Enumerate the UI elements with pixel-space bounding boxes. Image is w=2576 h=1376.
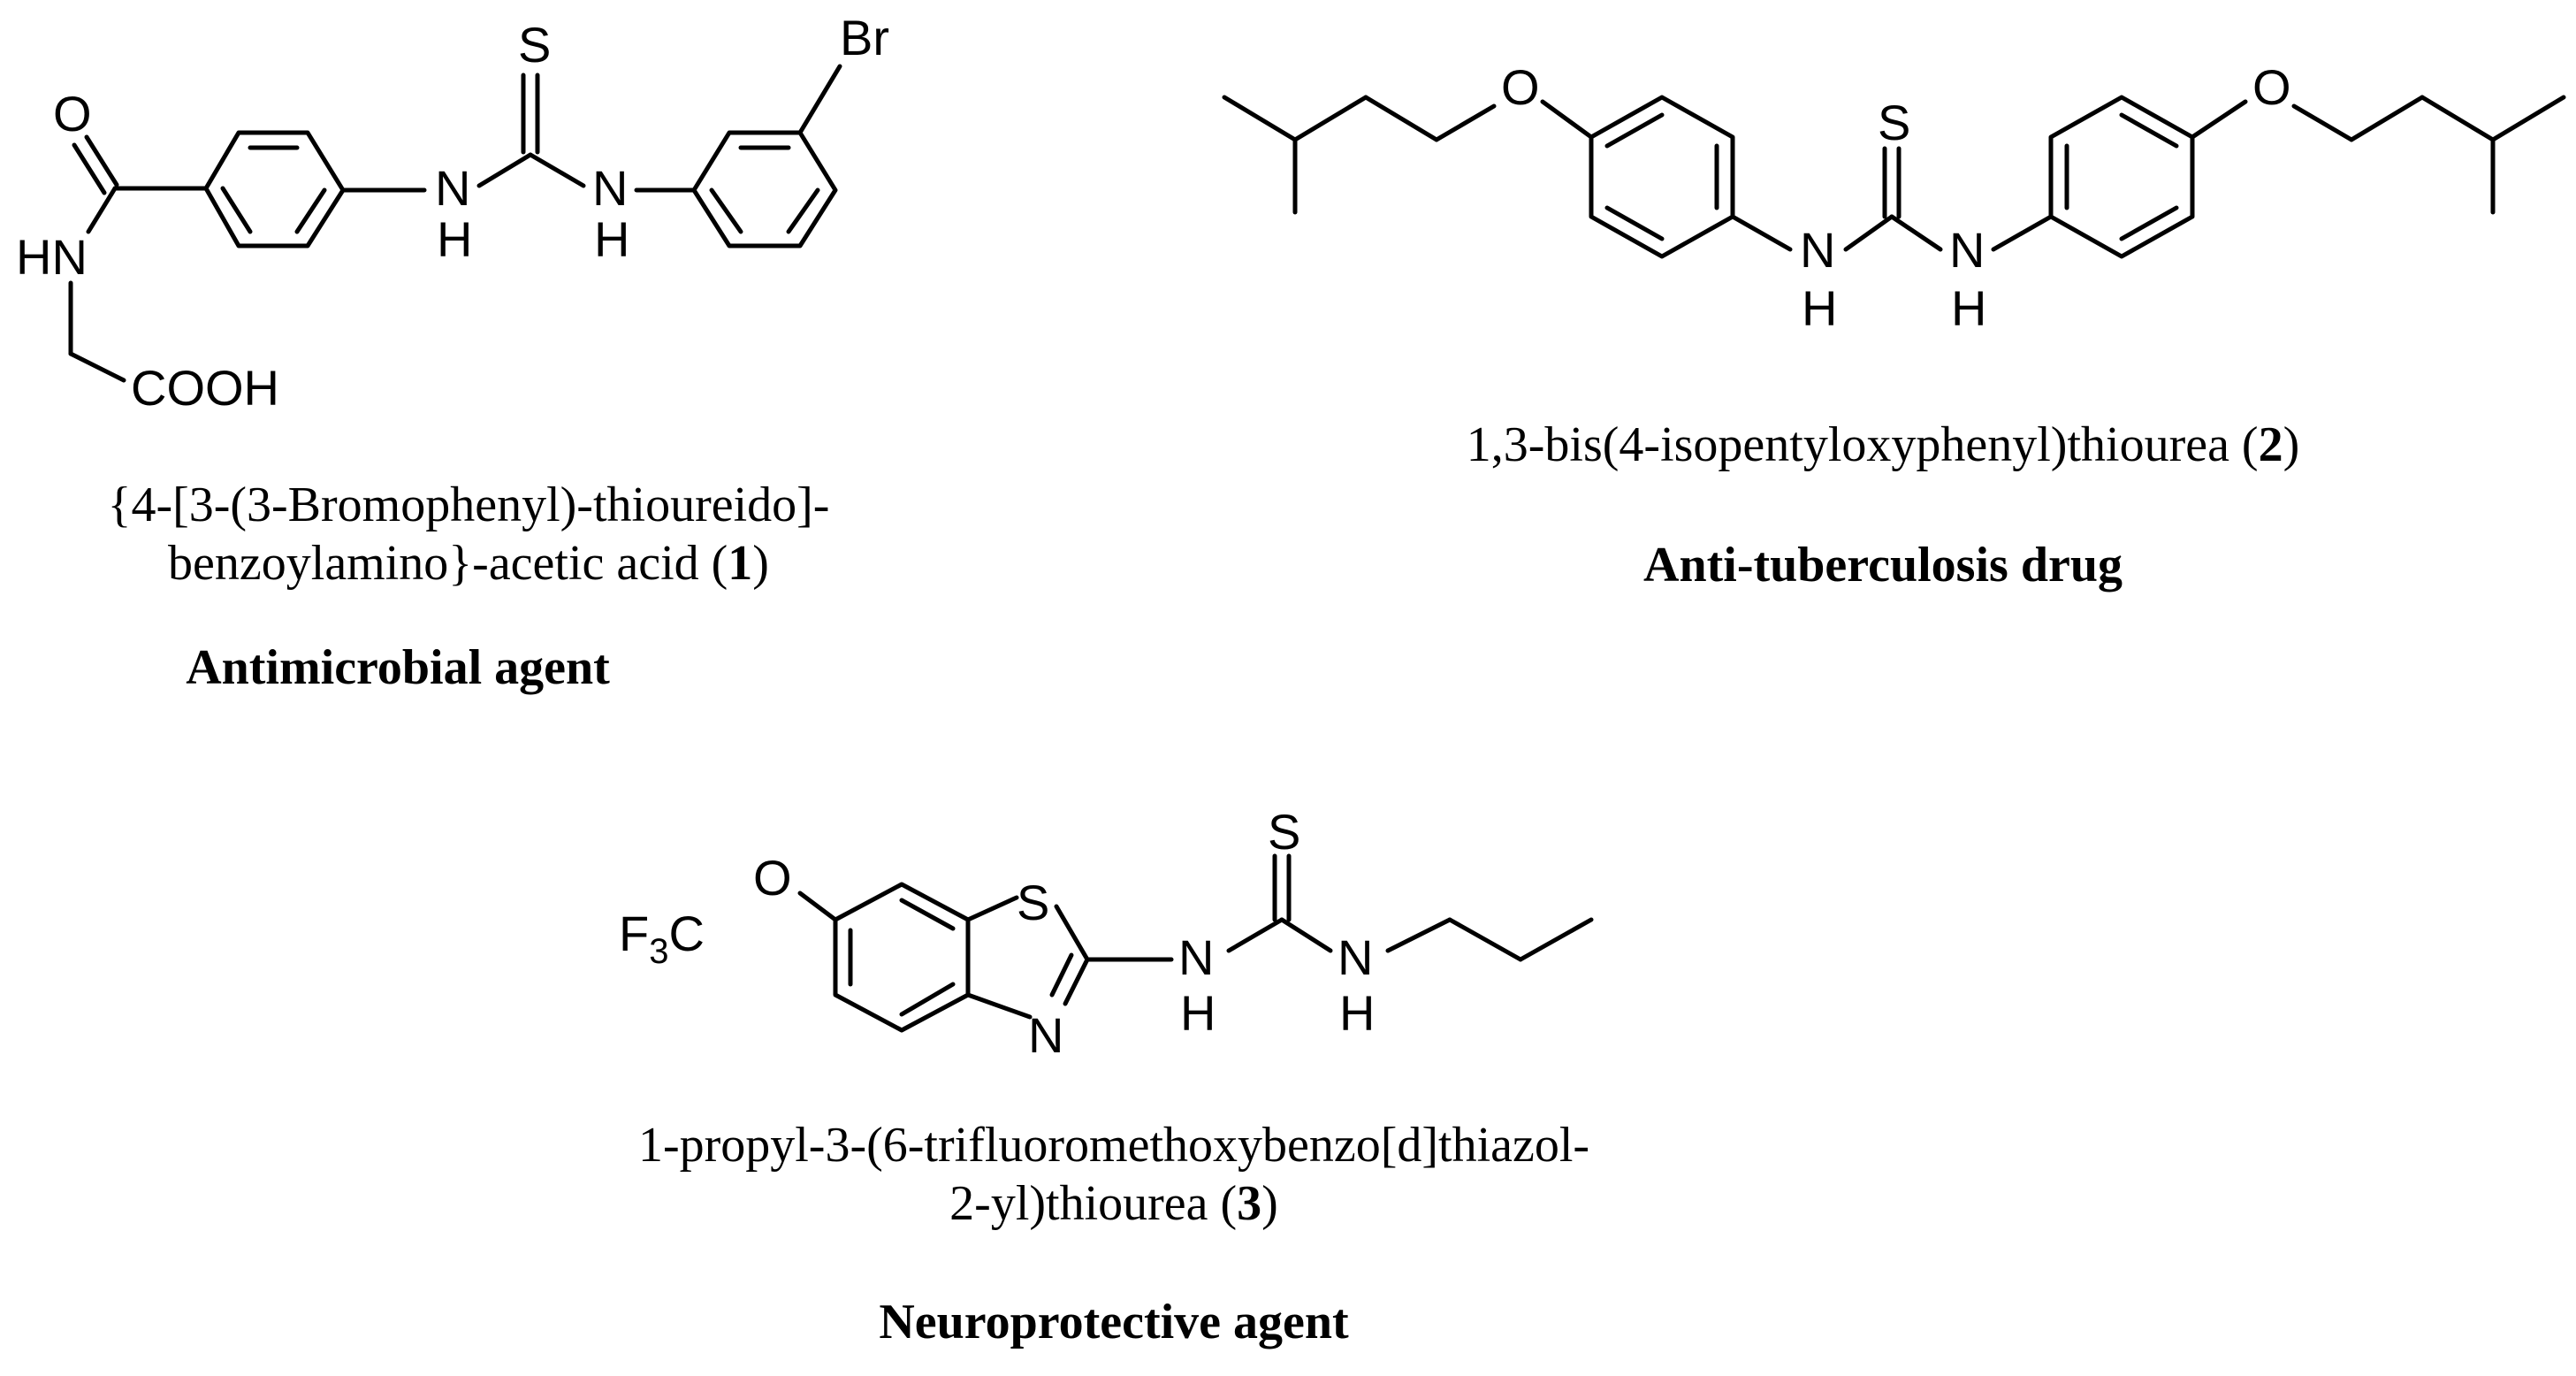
compound-3-name-line2: 2-yl)thiourea (3): [949, 1176, 1278, 1231]
compound-1-bonds: [68, 64, 842, 383]
compound-1-activity: Antimicrobial agent: [186, 640, 610, 695]
compound-1-name-line2: benzoylamino}-acetic acid (1): [168, 536, 769, 591]
compound-1-atom-cooh: COOH: [131, 360, 279, 416]
compound-3-atom-n-ring: N: [1028, 1007, 1063, 1063]
compound-3-activity: Neuroprotective agent: [879, 1295, 1349, 1349]
compound-1-atom-br: Br: [840, 10, 889, 65]
compound-2-atom-n2: N: [1949, 222, 1985, 278]
compound-3-bonds: [797, 853, 1594, 1033]
compound-3-atom-n2: N: [1338, 929, 1373, 985]
compound-3-atom-o: O: [753, 850, 792, 906]
compound-1-number: 1: [728, 536, 753, 591]
compound-2-structure: O O S N H N H: [1222, 59, 2566, 336]
compound-1-name: {4-[3-(3-Bromophenyl)-thioureido]- benzo…: [35, 476, 902, 592]
compound-1-atom-o: O: [53, 86, 92, 141]
compound-1-atom-n1: N: [435, 160, 470, 216]
compound-1-structure: S Br O HN N H N H COOH: [16, 10, 889, 416]
compound-2-atom-o-left: O: [1501, 59, 1540, 115]
compound-3-number: 3: [1237, 1176, 1262, 1231]
compound-3-atom-f3c: F3C: [619, 906, 705, 971]
compound-2-bonds: [1222, 95, 2566, 259]
compound-3-atom-s: S: [1268, 804, 1300, 860]
compound-2-atom-labels: O O S N H N H: [1501, 59, 2291, 336]
compound-2-number: 2: [2258, 417, 2283, 472]
compound-3-structure: F3C O S N S N H N H: [619, 804, 1594, 1063]
compound-2-atom-n1: N: [1800, 222, 1835, 278]
compound-1-atom-s: S: [518, 17, 551, 73]
compound-2-atom-h1: H: [1802, 280, 1837, 336]
compound-3-atom-labels: F3C O S N S N H N H: [619, 804, 1375, 1063]
compound-1-atom-hn: HN: [16, 229, 88, 285]
compound-2-atom-o-right: O: [2252, 59, 2291, 115]
compound-2-atom-h2: H: [1951, 280, 1986, 336]
compound-1-name-line1: {4-[3-(3-Bromophenyl)-thioureido]-: [107, 478, 830, 532]
compound-1-atom-n2: N: [592, 160, 628, 216]
compound-3-atom-n1: N: [1178, 929, 1214, 985]
compound-2-atom-s: S: [1878, 95, 1910, 150]
compound-2-name: 1,3-bis(4-isopentyloxyphenyl)thiourea (2…: [1466, 417, 2300, 472]
compound-3-name: 1-propyl-3-(6-trifluoromethoxybenzo[d]th…: [477, 1116, 1750, 1233]
compound-3-atom-h2: H: [1339, 985, 1375, 1041]
compound-1-atom-labels: S Br O HN N H N H COOH: [16, 10, 889, 416]
compound-1-atom-h2: H: [594, 211, 629, 267]
compound-3-name-line1: 1-propyl-3-(6-trifluoromethoxybenzo[d]th…: [637, 1118, 1590, 1173]
compound-3-atom-s-ring: S: [1017, 875, 1049, 930]
compound-2-activity: Anti-tuberculosis drug: [1643, 538, 2123, 592]
compound-1-atom-h1: H: [437, 211, 472, 267]
compound-3-atom-h1: H: [1180, 985, 1216, 1041]
